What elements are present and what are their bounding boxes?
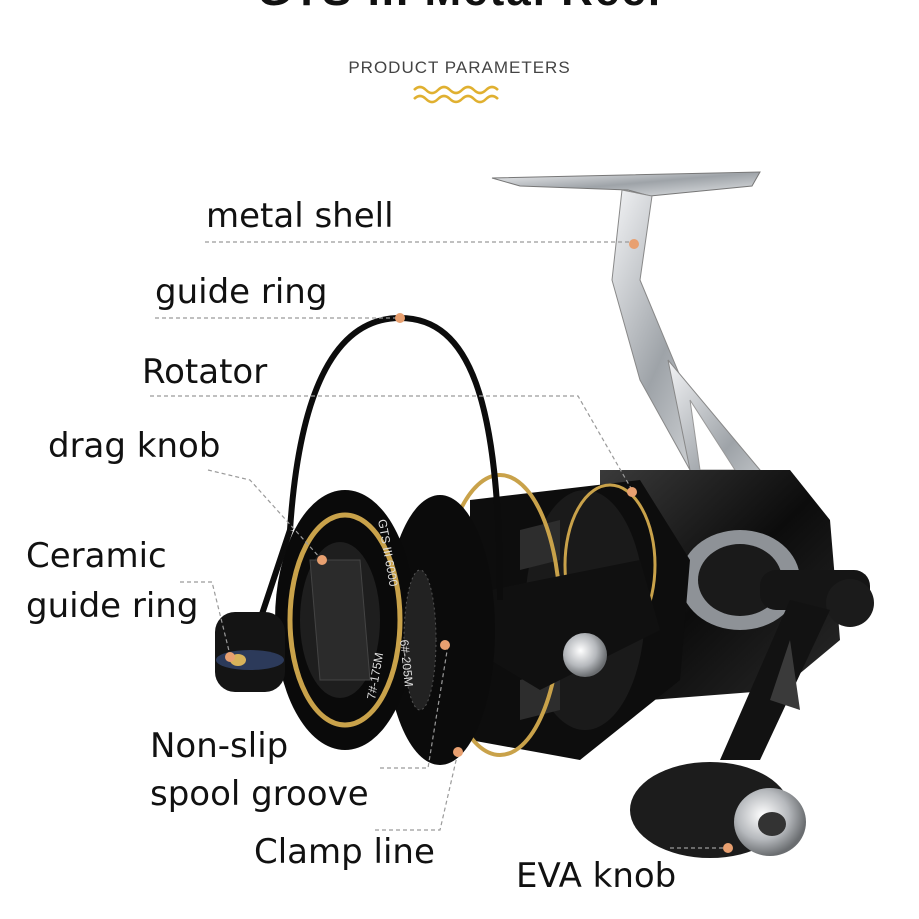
label-drag-knob: drag knob bbox=[48, 426, 221, 466]
ceramic-guide-roller bbox=[215, 612, 285, 692]
bail-wire-end bbox=[257, 529, 293, 621]
label-nonslip-line1: Non-slip bbox=[150, 726, 289, 766]
label-guide-ring: guide ring bbox=[155, 272, 328, 312]
wave-divider-icon bbox=[413, 85, 499, 104]
spool-spec-text-1: 6#-205M bbox=[397, 639, 416, 688]
reel-handle bbox=[630, 600, 830, 858]
label-eva-knob: EVA knob bbox=[516, 856, 677, 896]
label-ceramic-line1: Ceramic bbox=[26, 536, 167, 576]
reel-foot bbox=[491, 171, 801, 521]
label-clamp-line: Clamp line bbox=[254, 832, 435, 872]
label-ceramic-line2: guide ring bbox=[26, 586, 199, 626]
section-subtitle: PRODUCT PARAMETERS bbox=[348, 58, 571, 77]
reel-spool: GTS III 6000 6#-205M 7#-175M bbox=[275, 490, 495, 765]
callout-dots bbox=[225, 239, 733, 853]
leader-lines bbox=[150, 241, 728, 849]
line-roller-arm bbox=[490, 560, 660, 690]
page-title-cut: GTS III Metal Reel bbox=[0, 0, 919, 16]
label-nonslip-line2: spool groove bbox=[150, 774, 369, 814]
label-metal-shell: metal shell bbox=[206, 196, 394, 236]
label-rotator: Rotator bbox=[142, 352, 268, 392]
